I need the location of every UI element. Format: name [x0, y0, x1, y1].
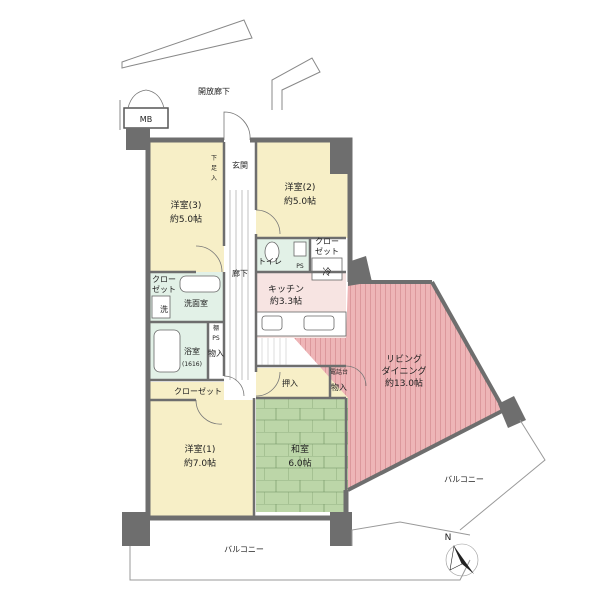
western-room-3-name: 洋室(3)	[171, 199, 202, 211]
bathroom-name: 浴室	[184, 346, 200, 356]
western-room-3	[150, 142, 224, 272]
closet-left-label-1: クロー	[152, 275, 176, 284]
shoe-closet-label-1: 下	[211, 155, 217, 162]
japanese-room-name: 和室	[291, 443, 309, 455]
washer-label: 洗	[160, 304, 168, 314]
living-size: 約13.0帖	[385, 377, 423, 389]
living-name-2: ダイニング	[381, 365, 426, 377]
western-room-2-size: 約5.0帖	[284, 195, 316, 207]
refrigerator-label: 冷	[322, 266, 331, 278]
japanese-room-size: 6.0帖	[288, 457, 311, 469]
wall-columns	[122, 128, 526, 546]
western-room-2-name: 洋室(2)	[285, 181, 316, 193]
open-corridor-outline	[119, 19, 321, 130]
closet-left-label-2: ゼット	[152, 284, 176, 294]
open-corridor-label: 開放廊下	[198, 86, 230, 96]
north-compass	[445, 543, 479, 577]
western-room-1	[150, 400, 254, 516]
japanese-room	[256, 398, 348, 512]
storage2-label: 物入	[331, 382, 347, 392]
shoe-closet-label-2: 足	[211, 165, 217, 172]
wash-basin	[179, 275, 221, 293]
mb-label: MB	[140, 115, 152, 124]
balcony-bottom-label: バルコニー	[224, 545, 264, 554]
balcony-right-label: バルコニー	[444, 475, 484, 484]
washer-box	[151, 295, 171, 319]
entrance-door-arc	[223, 111, 251, 141]
western-room-1-name: 洋室(1)	[185, 443, 216, 455]
living-name-1: リビング	[386, 353, 422, 365]
toilet-fixture	[264, 241, 280, 263]
hallway-flooring	[229, 190, 249, 380]
closet-small-label-2: ゼット	[315, 246, 339, 256]
ps2-label: PS	[212, 335, 220, 342]
bathroom-size: (1616)	[182, 361, 202, 368]
ps-label: PS	[296, 263, 304, 270]
closet-small-label-1: クロー	[315, 237, 339, 246]
living-dining-room	[294, 282, 504, 490]
kitchen-size: 約3.3帖	[270, 295, 302, 307]
phone-stand-label: 電話台	[330, 368, 348, 376]
linen-label: 棚	[213, 324, 219, 332]
entrance-label: 玄関	[232, 160, 248, 170]
balcony-outline	[129, 419, 546, 581]
hallway-label: 廊下	[232, 268, 248, 278]
western-room-3-size: 約5.0帖	[170, 213, 202, 225]
toilet-label: トイレ	[258, 257, 282, 266]
bathtub	[153, 329, 181, 373]
kitchen-counter	[255, 311, 347, 337]
refrigerator-box	[311, 257, 343, 281]
shoe-closet-label-3: 入	[211, 175, 217, 182]
entrance-hall	[224, 142, 256, 390]
door-arcs	[195, 209, 367, 425]
north-label: N	[445, 533, 452, 543]
kitchen-name: キッチン	[268, 284, 304, 295]
oshiire-label: 押入	[282, 378, 298, 388]
kitchen-floor-lines	[261, 338, 287, 366]
washroom-label: 洗面室	[184, 298, 208, 308]
western-room-1-size: 約7.0帖	[184, 457, 216, 469]
closet-long-label: クローゼット	[174, 386, 222, 396]
closet-long	[150, 382, 224, 400]
storage-label: 物入	[208, 348, 224, 358]
toilet-sink	[293, 241, 307, 257]
interior-walls	[150, 142, 348, 516]
